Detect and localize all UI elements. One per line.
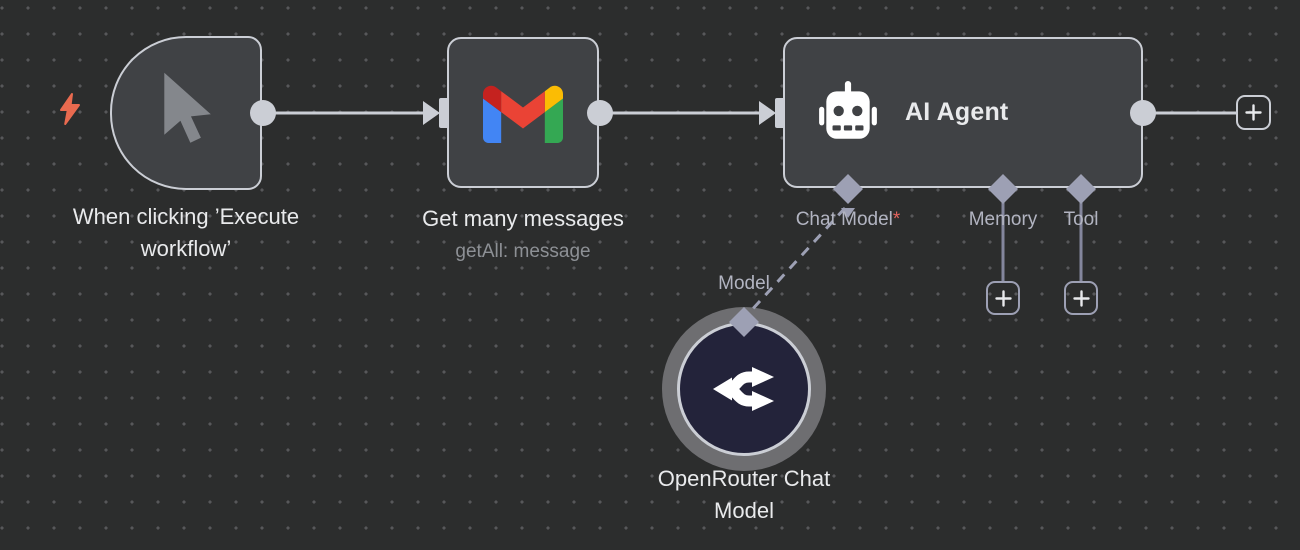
node-ai-agent[interactable]: AI Agent bbox=[783, 37, 1143, 188]
node-trigger[interactable] bbox=[110, 36, 262, 190]
chat-model-port-label: Chat Model* bbox=[766, 209, 930, 231]
gmail-icon bbox=[483, 85, 563, 143]
cursor-icon bbox=[164, 72, 211, 143]
plus-icon bbox=[994, 289, 1012, 307]
agent-input-arrow-icon bbox=[759, 101, 776, 125]
add-tool-button[interactable] bbox=[1064, 281, 1098, 315]
trigger-node-label: When clicking ’Execute workflow’ bbox=[72, 204, 300, 261]
lightning-trigger-icon bbox=[60, 93, 80, 125]
chat-model-port-text: Chat Model bbox=[795, 209, 893, 230]
openrouter-icon bbox=[713, 367, 774, 411]
tool-port-label: Tool bbox=[1063, 209, 1099, 230]
model-port-label: Model bbox=[718, 273, 770, 294]
gmail-node-label: Get many messages bbox=[422, 206, 624, 231]
add-node-button[interactable] bbox=[1236, 95, 1271, 130]
plus-icon bbox=[1245, 104, 1262, 121]
openrouter-node-label: OpenRouter Chat Model bbox=[657, 466, 831, 523]
gmail-input-arrow-icon bbox=[423, 101, 440, 125]
robot-icon bbox=[819, 80, 877, 139]
node-gmail[interactable] bbox=[447, 37, 599, 188]
add-memory-button[interactable] bbox=[986, 281, 1020, 315]
gmail-node-subtitle: getAll: message bbox=[455, 241, 591, 262]
agent-node-title: AI Agent bbox=[905, 98, 1009, 126]
node-openrouter[interactable] bbox=[677, 322, 811, 456]
plus-icon bbox=[1072, 289, 1090, 307]
required-mark: * bbox=[892, 209, 901, 230]
